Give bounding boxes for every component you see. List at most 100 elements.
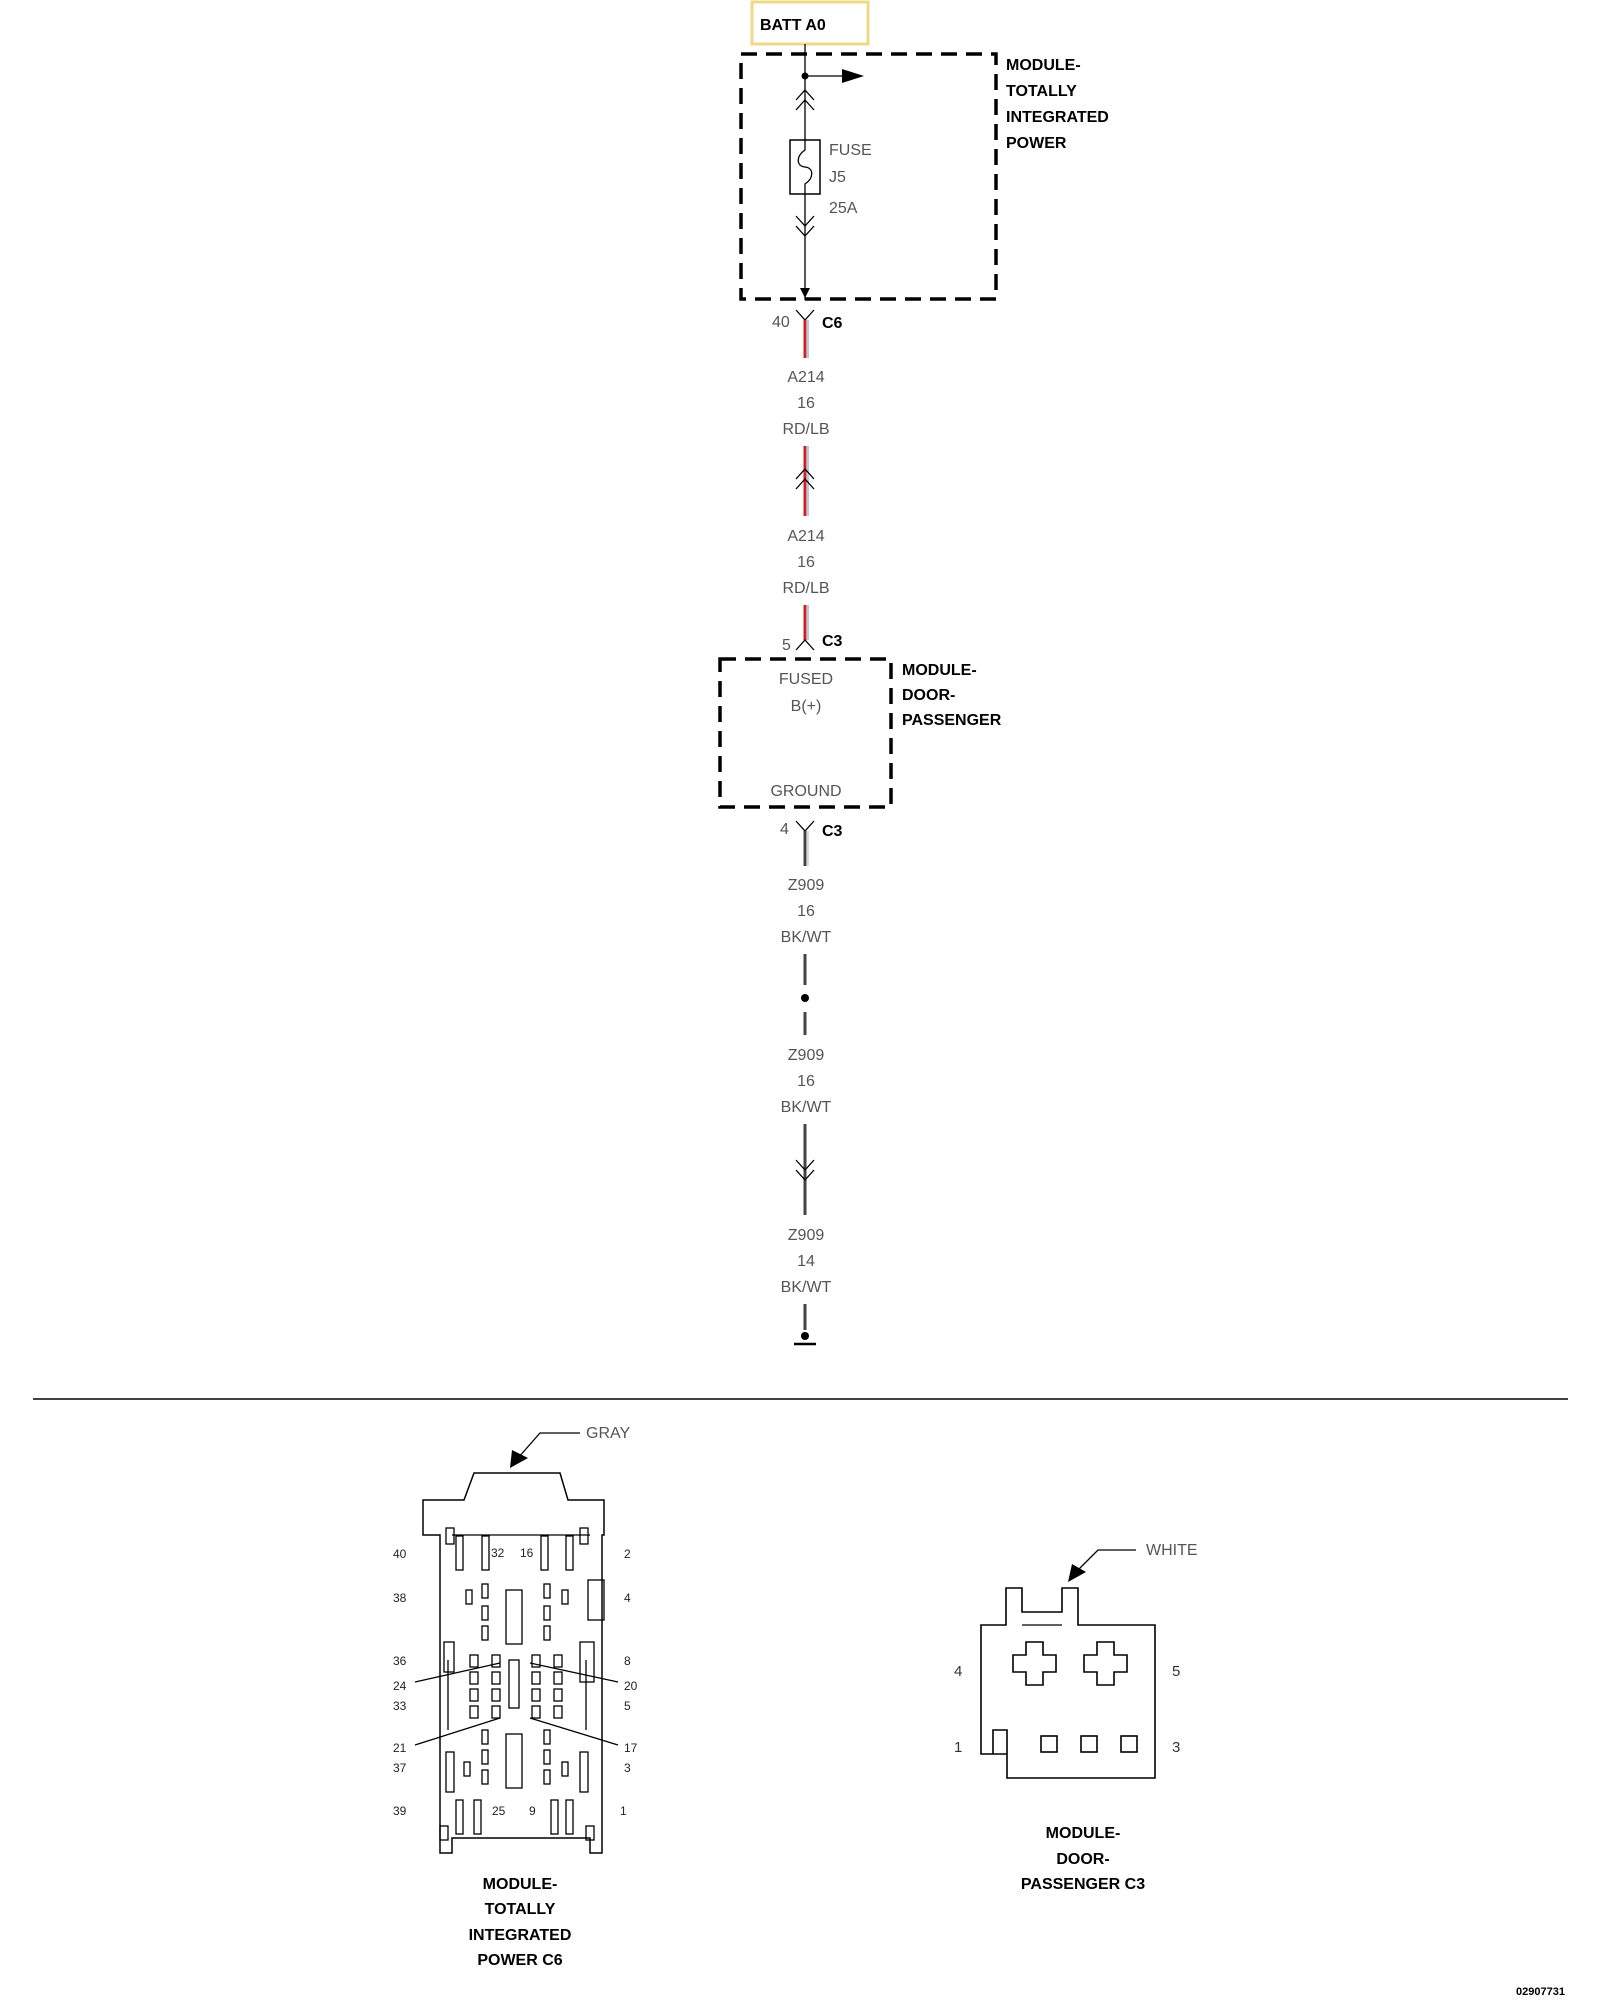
- svg-text:J5: J5: [829, 169, 846, 186]
- svg-text:A214: A214: [787, 369, 824, 386]
- connector-view-c3: WHITE 4 5 1 3 MODULE- DOOR- PASSENGER C3: [954, 1542, 1198, 1893]
- svg-text:MODULE-: MODULE-: [1046, 1825, 1121, 1842]
- svg-text:POWER C6: POWER C6: [477, 1952, 562, 1969]
- ground-point-dot: [801, 1332, 809, 1340]
- svg-text:3: 3: [1172, 1739, 1180, 1756]
- door-module-box: [718, 657, 893, 809]
- ground-splice-dot: [801, 994, 809, 1002]
- svg-text:FUSE: FUSE: [829, 142, 872, 159]
- svg-text:Z909: Z909: [788, 1047, 825, 1064]
- c6-color-label: GRAY: [586, 1425, 630, 1442]
- svg-text:17: 17: [624, 1741, 638, 1755]
- fuse-output-arrow: [800, 288, 810, 298]
- svg-text:25: 25: [492, 1804, 506, 1818]
- svg-text:14: 14: [797, 1253, 815, 1270]
- svg-text:BK/WT: BK/WT: [781, 1099, 832, 1116]
- connector-c3-top-name: C3: [822, 633, 843, 650]
- connector-c6-name: C6: [822, 315, 843, 332]
- wire-z909-label-2: Z909 16 BK/WT: [781, 1047, 832, 1116]
- svg-text:5: 5: [1172, 1663, 1180, 1680]
- connector-c3-bottom-symbol: [795, 820, 815, 832]
- svg-text:BK/WT: BK/WT: [781, 929, 832, 946]
- connector-c6-symbol: [795, 309, 815, 321]
- svg-text:POWER: POWER: [1006, 135, 1067, 152]
- connector-c3-bottom-pin: 4: [780, 821, 789, 838]
- connector-c6-pin: 40: [772, 314, 790, 331]
- wire-a214-label-1: A214 16 RD/LB: [782, 369, 829, 438]
- figure-id: 02907731: [1516, 1986, 1565, 1998]
- c6-caption: MODULE- TOTALLY INTEGRATED POWER C6: [469, 1876, 572, 1969]
- c6-color-arrow: [510, 1450, 528, 1468]
- svg-text:TOTALLY: TOTALLY: [1006, 83, 1077, 100]
- svg-text:38: 38: [393, 1591, 407, 1605]
- door-module-ground-label: GROUND: [770, 783, 841, 800]
- inline-connector-z909: [795, 1159, 815, 1181]
- c3-caption: MODULE- DOOR- PASSENGER C3: [1021, 1825, 1145, 1893]
- svg-text:32: 32: [491, 1546, 505, 1560]
- svg-text:20: 20: [624, 1679, 638, 1693]
- svg-text:RD/LB: RD/LB: [782, 580, 829, 597]
- connector-view-c6: GRAY: [393, 1425, 638, 1969]
- svg-text:BK/WT: BK/WT: [781, 1279, 832, 1296]
- svg-text:4: 4: [624, 1591, 631, 1605]
- wire-z909-label-1: Z909 16 BK/WT: [781, 877, 832, 946]
- internal-connector-bottom: [795, 215, 815, 237]
- c3-color-arrow: [1068, 1564, 1086, 1582]
- svg-text:25A: 25A: [829, 200, 858, 217]
- svg-text:MODULE-: MODULE-: [483, 1876, 558, 1893]
- svg-text:5: 5: [624, 1699, 631, 1713]
- svg-text:16: 16: [797, 903, 815, 920]
- svg-text:MODULE-: MODULE-: [902, 662, 977, 679]
- connector-c3-bottom-name: C3: [822, 823, 843, 840]
- door-module-label: MODULE- DOOR- PASSENGER: [902, 662, 1002, 729]
- svg-text:Z909: Z909: [788, 1227, 825, 1244]
- batt-label-box: [750, 0, 870, 46]
- connector-c3-top-symbol: [795, 639, 815, 651]
- svg-text:8: 8: [624, 1654, 631, 1668]
- batt-label: BATT A0: [760, 17, 826, 34]
- svg-text:3: 3: [624, 1761, 631, 1775]
- svg-text:INTEGRATED: INTEGRATED: [469, 1927, 572, 1944]
- svg-text:16: 16: [797, 554, 815, 571]
- fuse-label: FUSE J5 25A: [829, 142, 872, 217]
- tip-module-box: [739, 52, 998, 301]
- svg-text:1: 1: [620, 1804, 627, 1818]
- svg-text:INTEGRATED: INTEGRATED: [1006, 109, 1109, 126]
- svg-text:DOOR-: DOOR-: [1056, 1851, 1109, 1868]
- connector-c3-top-pin: 5: [782, 637, 791, 654]
- wire-a214-label-2: A214 16 RD/LB: [782, 528, 829, 597]
- svg-text:24: 24: [393, 1679, 407, 1693]
- inline-connector-a214: [795, 468, 815, 490]
- svg-text:21: 21: [393, 1741, 407, 1755]
- svg-text:2: 2: [624, 1547, 631, 1561]
- svg-text:TOTALLY: TOTALLY: [485, 1901, 556, 1918]
- c3-color-label: WHITE: [1146, 1542, 1198, 1559]
- bus-arrow-head: [842, 69, 864, 83]
- door-module-fused-label: FUSED B(+): [779, 671, 833, 715]
- svg-text:Z909: Z909: [788, 877, 825, 894]
- svg-text:37: 37: [393, 1761, 407, 1775]
- svg-text:4: 4: [954, 1663, 962, 1680]
- svg-text:1: 1: [954, 1739, 962, 1756]
- svg-text:DOOR-: DOOR-: [902, 687, 955, 704]
- svg-text:PASSENGER C3: PASSENGER C3: [1021, 1876, 1145, 1893]
- internal-connector-top: [795, 89, 815, 111]
- svg-text:36: 36: [393, 1654, 407, 1668]
- svg-text:MODULE-: MODULE-: [1006, 57, 1081, 74]
- svg-text:33: 33: [393, 1699, 407, 1713]
- svg-text:16: 16: [520, 1546, 534, 1560]
- svg-text:16: 16: [797, 1073, 815, 1090]
- svg-text:39: 39: [393, 1804, 407, 1818]
- svg-text:PASSENGER: PASSENGER: [902, 712, 1002, 729]
- svg-text:FUSED: FUSED: [779, 671, 833, 688]
- c6-pin-numbers: 40 38 36 24 33 21 37 39 2 4 8 20 5 17 3 …: [393, 1546, 638, 1818]
- svg-text:A214: A214: [787, 528, 824, 545]
- svg-text:9: 9: [529, 1804, 536, 1818]
- svg-text:16: 16: [797, 395, 815, 412]
- wire-z909-label-3: Z909 14 BK/WT: [781, 1227, 832, 1296]
- svg-text:RD/LB: RD/LB: [782, 421, 829, 438]
- svg-text:B(+): B(+): [791, 698, 822, 715]
- c3-pin-numbers: 4 5 1 3: [954, 1663, 1180, 1756]
- tip-module-label: MODULE- TOTALLY INTEGRATED POWER: [1006, 57, 1109, 152]
